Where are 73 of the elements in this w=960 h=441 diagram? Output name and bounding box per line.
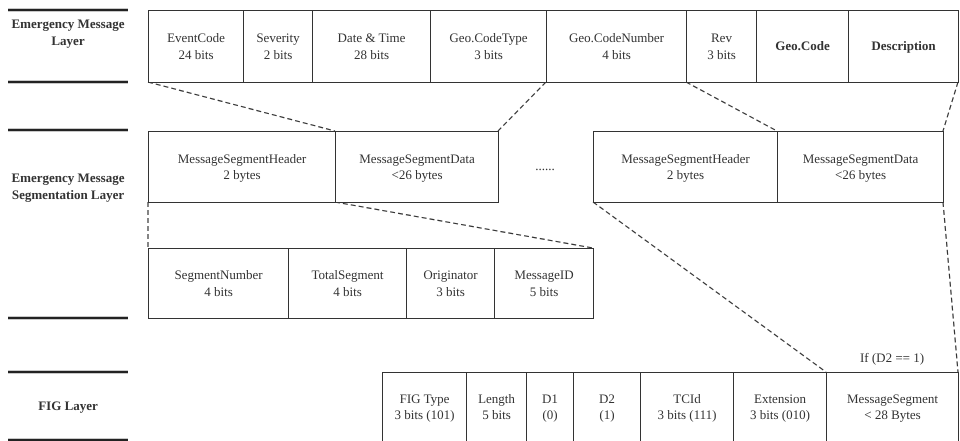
packet-field bbox=[288, 248, 407, 319]
field-name: MessageID bbox=[514, 267, 574, 284]
field-size: 3 bits (010) bbox=[750, 407, 810, 424]
packet-field bbox=[756, 10, 849, 83]
packet-field bbox=[148, 248, 289, 319]
field-name: Rev bbox=[711, 30, 732, 46]
packet-field bbox=[335, 131, 499, 203]
packet-field bbox=[382, 372, 467, 441]
field-size: 24 bits bbox=[178, 46, 214, 63]
packet-field bbox=[148, 131, 336, 203]
packet-field bbox=[777, 131, 944, 203]
packet-field bbox=[826, 372, 959, 441]
field-size: 2 bytes bbox=[223, 167, 261, 184]
field-name: MessageSegmentData bbox=[359, 150, 475, 167]
layer-label: Emergency Message Segmentation Layer bbox=[10, 170, 126, 204]
field-name: Geo.Code bbox=[775, 38, 830, 55]
field-name: MessageSegment bbox=[847, 390, 938, 407]
packet-field bbox=[430, 10, 547, 83]
field-name: FIG Type bbox=[400, 390, 450, 407]
field-name: D2 bbox=[599, 390, 615, 407]
field-name: Originator bbox=[423, 267, 478, 284]
field-size: < 28 Bytes bbox=[864, 407, 921, 424]
field-name: Date & Time bbox=[338, 30, 406, 46]
field-size: 2 bytes bbox=[666, 167, 704, 184]
packet-field bbox=[243, 10, 313, 83]
field-size: 3 bits (111) bbox=[658, 407, 716, 424]
packet-field bbox=[312, 10, 431, 83]
leader-line bbox=[147, 202, 149, 248]
field-name: Severity bbox=[256, 30, 300, 46]
field-size: 28 bits bbox=[354, 46, 390, 63]
field-name: SegmentNumber bbox=[174, 267, 263, 284]
field-name: Geo.CodeType bbox=[449, 30, 528, 46]
field-name: Length bbox=[478, 390, 515, 407]
condition-note: If (D2 == 1) bbox=[858, 350, 926, 367]
field-name: MessageSegmentHeader bbox=[178, 150, 306, 167]
field-size: 3 bits bbox=[436, 284, 465, 300]
packet-field bbox=[546, 10, 687, 83]
packet-field bbox=[686, 10, 757, 83]
leader-line bbox=[686, 81, 778, 132]
field-size: 3 bits (101) bbox=[394, 407, 454, 424]
packet-field bbox=[494, 248, 594, 319]
field-size: 2 bits bbox=[264, 46, 292, 63]
field-size: 4 bits bbox=[602, 46, 631, 63]
field-name: Description bbox=[871, 38, 936, 55]
field-size: 3 bits bbox=[474, 46, 503, 63]
field-size: (0) bbox=[542, 407, 558, 424]
field-name: MessageSegmentData bbox=[802, 150, 918, 167]
field-name: TotalSegment bbox=[311, 267, 384, 284]
field-size: <26 bytes bbox=[391, 167, 443, 184]
field-size: 4 bits bbox=[333, 284, 362, 300]
field-size: 5 bits bbox=[482, 407, 511, 424]
field-name: EventCode bbox=[167, 30, 225, 46]
field-size: (1) bbox=[599, 407, 615, 424]
field-name: TCId bbox=[673, 390, 701, 407]
field-name: Extension bbox=[754, 390, 806, 407]
layer-label: FIG Layer bbox=[37, 398, 99, 415]
field-size: 5 bits bbox=[530, 284, 558, 300]
field-size: 3 bits bbox=[707, 46, 736, 63]
leader-line bbox=[498, 82, 546, 132]
field-name: Geo.CodeNumber bbox=[569, 30, 664, 46]
ellipsis: ...... bbox=[534, 158, 556, 175]
packet-field bbox=[848, 10, 959, 83]
field-name: D1 bbox=[542, 390, 558, 407]
layer-label: Emergency Message Layer bbox=[10, 16, 126, 50]
field-name: MessageSegmentHeader bbox=[621, 150, 750, 167]
field-size: <26 bytes bbox=[834, 167, 886, 184]
leader-line bbox=[942, 82, 959, 132]
field-size: 4 bits bbox=[204, 284, 233, 300]
leader-line bbox=[942, 202, 959, 372]
packet-field bbox=[148, 10, 244, 83]
packet-field bbox=[406, 248, 495, 319]
leader-line bbox=[592, 202, 826, 372]
packet-field bbox=[593, 131, 778, 203]
